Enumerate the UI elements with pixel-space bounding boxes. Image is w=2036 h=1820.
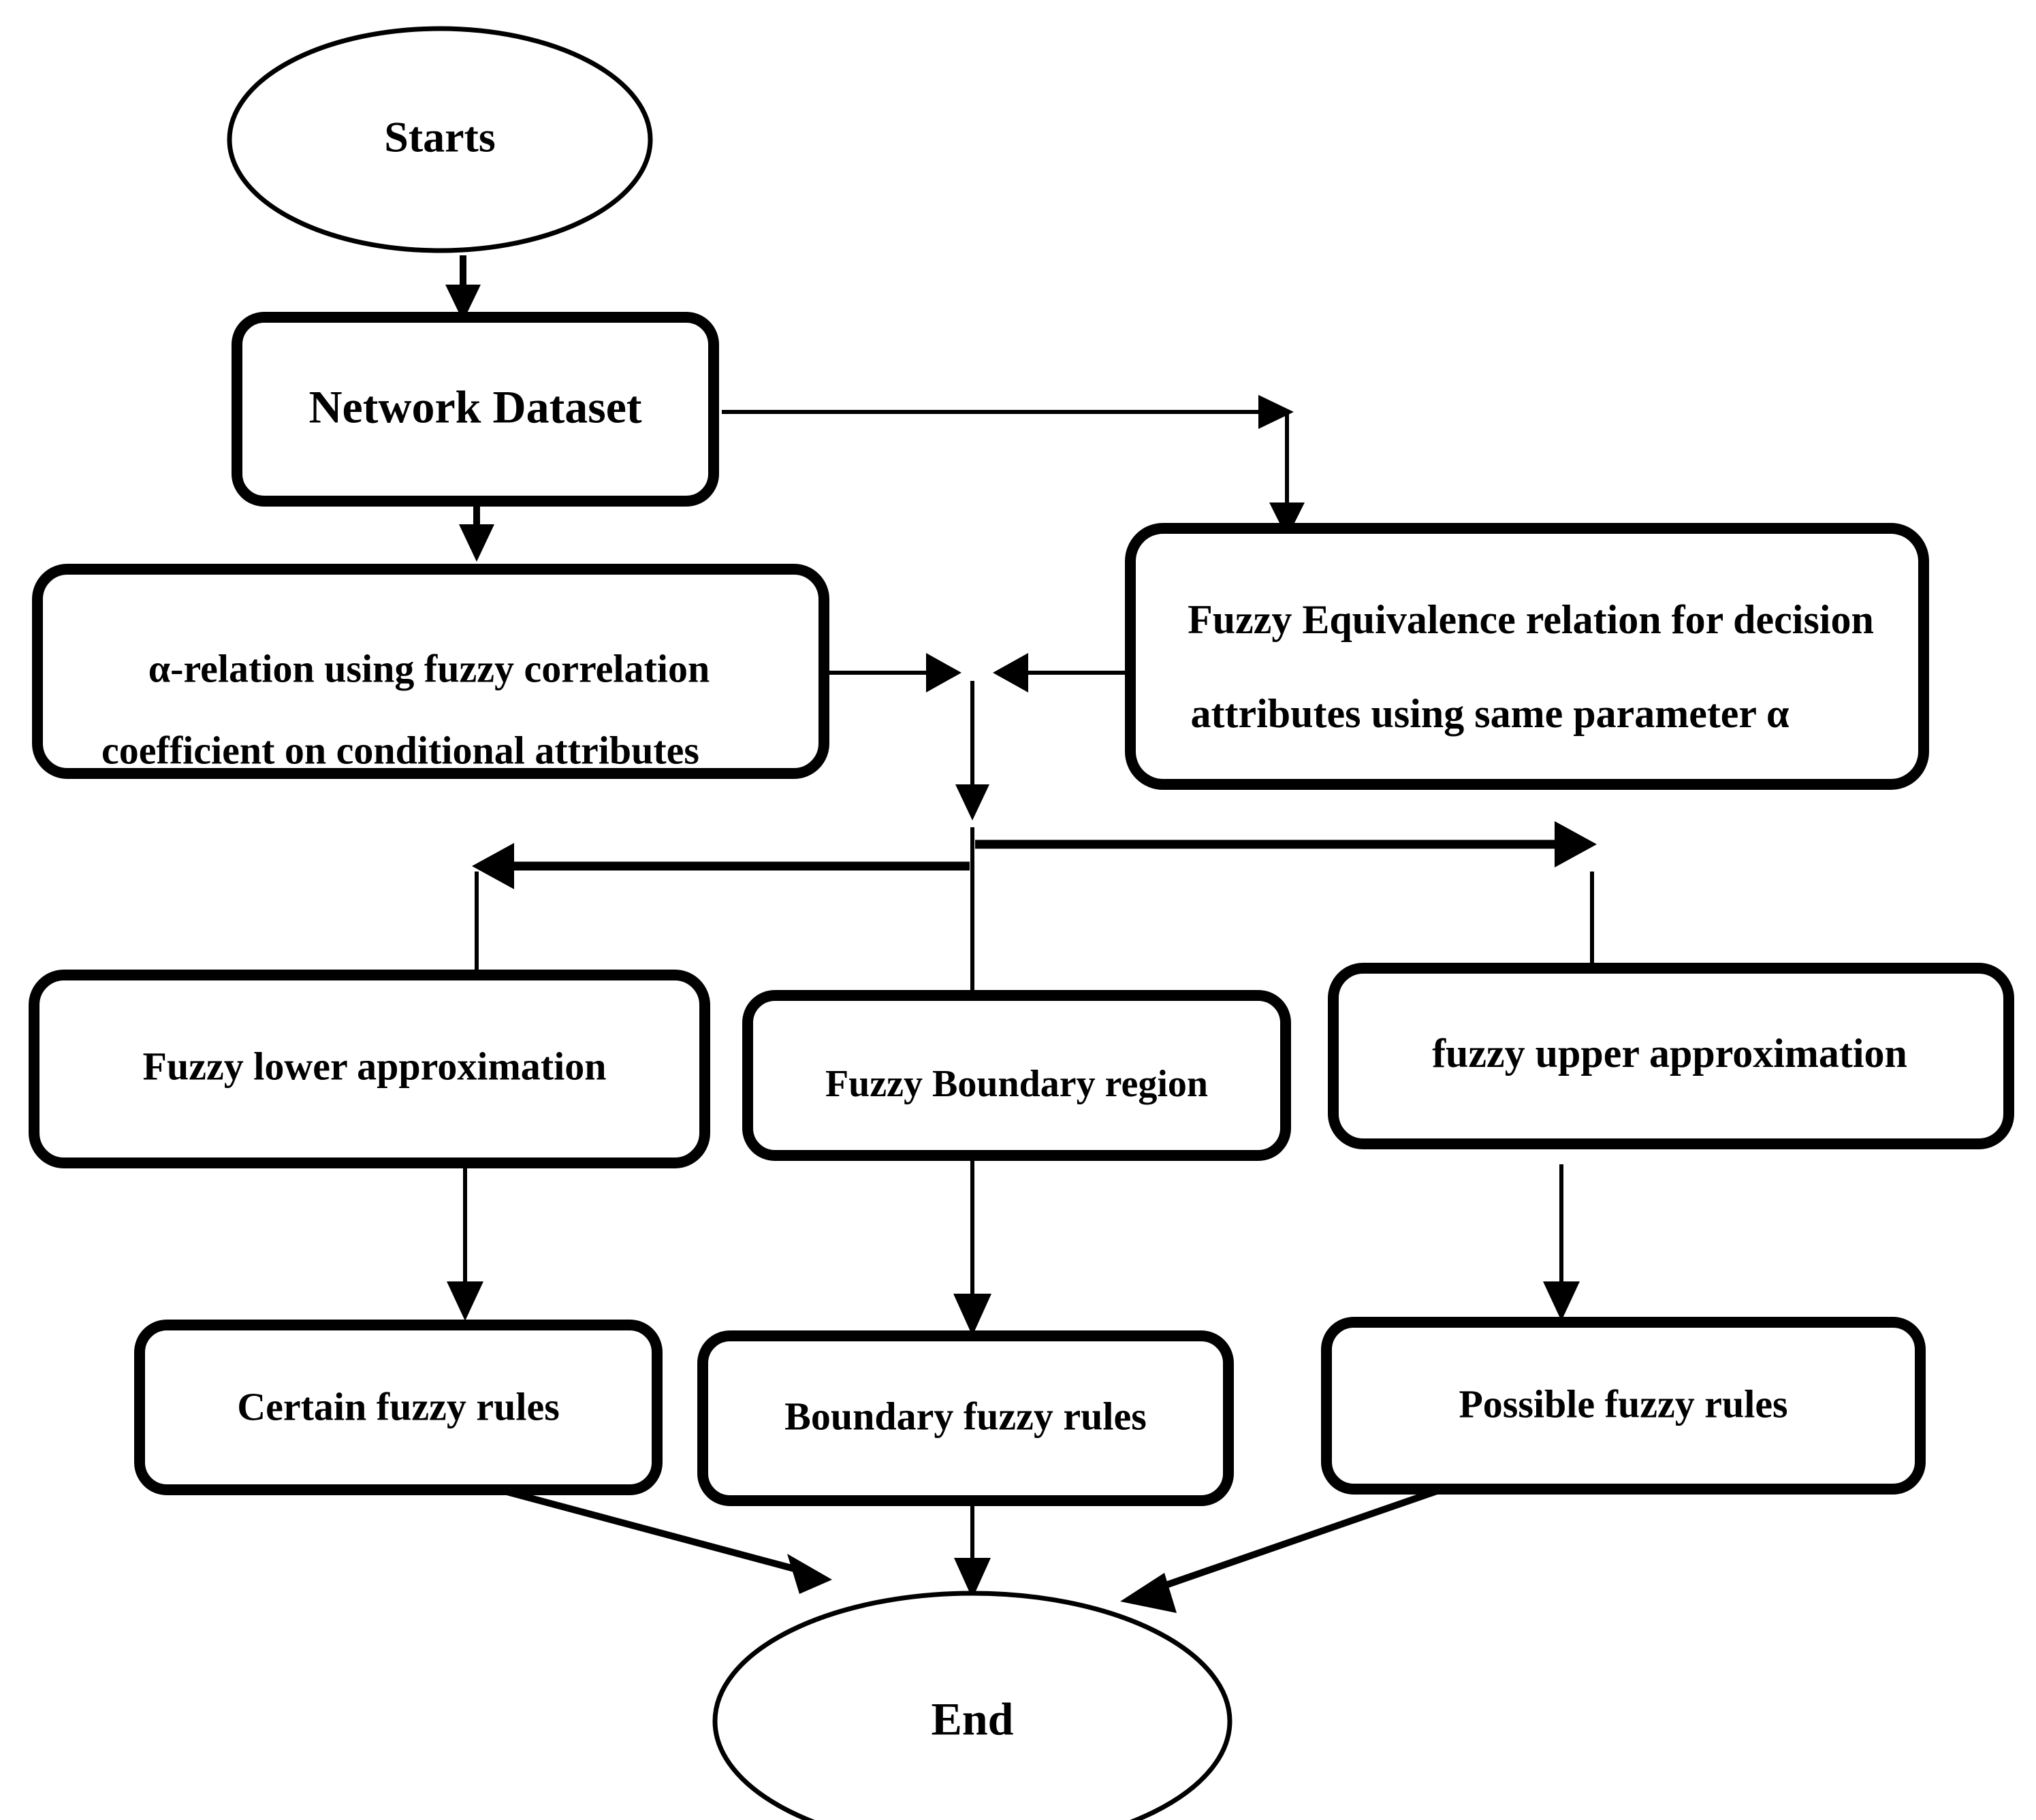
fuzzy-upper-box [1328, 963, 2014, 1149]
node-network-dataset[interactable]: Network Dataset [232, 312, 719, 507]
fuzzy-boundary-label: Fuzzy Boundary region [825, 1063, 1208, 1105]
network-dataset-box [232, 312, 719, 507]
edge-fuzzy-boundary-to-boundary-rules [953, 1132, 991, 1336]
fuzzy-equivalence-box [1125, 523, 1929, 790]
node-end[interactable]: End [712, 1591, 1232, 1820]
node-fuzzy-lower-approximation[interactable]: Fuzzy lower approximation [29, 970, 710, 1168]
end-ellipse [712, 1591, 1232, 1820]
fuzzy-equivalence-line-1: Fuzzy Equivalence relation for decision [1188, 597, 1874, 642]
edge-possible-rules-to-end [1120, 1488, 1438, 1613]
edge-fuzzy-lower-to-certain-rules [447, 1163, 483, 1321]
edge-start-to-network-dataset [445, 255, 481, 321]
edge-alpha-relation-to-junction [824, 653, 961, 692]
boundary-rules-box [697, 1330, 1234, 1506]
edge-boundary-rules-to-end [954, 1495, 991, 1599]
possible-rules-box [1321, 1317, 1926, 1495]
node-fuzzy-equivalence[interactable]: Fuzzy Equivalence relation for decision … [1125, 523, 1929, 790]
node-possible-rules[interactable]: Possible fuzzy rules [1321, 1317, 1926, 1495]
node-boundary-rules[interactable]: Boundary fuzzy rules [697, 1330, 1234, 1506]
boundary-rules-label: Boundary fuzzy rules [784, 1394, 1147, 1438]
fuzzy-lower-label: Fuzzy lower approximation [143, 1044, 607, 1088]
fuzzy-upper-label: fuzzy upper approximation [1432, 1031, 1907, 1076]
start-label: Starts [384, 113, 496, 161]
node-fuzzy-boundary-region[interactable]: Fuzzy Boundary region [742, 990, 1291, 1161]
node-certain-rules[interactable]: Certain fuzzy rules [134, 1320, 663, 1495]
node-start[interactable]: Starts [227, 26, 653, 253]
start-ellipse [227, 26, 653, 253]
edge-certain-rules-to-end [490, 1484, 832, 1594]
end-label: End [932, 1693, 1014, 1745]
edge-junction-to-distribution-bar [955, 681, 989, 820]
edge-network-dataset-to-fuzzy-equivalence [722, 395, 1305, 538]
edge-fuzzy-equivalence-to-junction [993, 653, 1130, 692]
edge-network-dataset-to-alpha-relation [459, 504, 494, 562]
fuzzy-lower-box [29, 970, 710, 1168]
alpha-relation-line-2: coefficient on conditional attributes [101, 728, 699, 772]
node-fuzzy-upper-approximation[interactable]: fuzzy upper approximation [1328, 963, 2014, 1149]
fuzzy-equivalence-line-2: attributes using same parameter α [1191, 691, 1790, 736]
edge-distribution-bar [472, 821, 1597, 889]
alpha-relation-line-1: α-relation using fuzzy correlation [148, 646, 710, 690]
possible-rules-label: Possible fuzzy rules [1459, 1382, 1787, 1426]
network-dataset-label: Network Dataset [308, 381, 641, 433]
certain-rules-label: Certain fuzzy rules [237, 1384, 560, 1428]
node-alpha-relation[interactable]: α-relation using fuzzy correlation coeff… [32, 564, 829, 779]
fuzzy-boundary-box [742, 990, 1291, 1161]
alpha-relation-box [32, 564, 829, 779]
edge-fuzzy-upper-to-possible-rules [1543, 1164, 1580, 1321]
certain-rules-box [134, 1320, 663, 1495]
